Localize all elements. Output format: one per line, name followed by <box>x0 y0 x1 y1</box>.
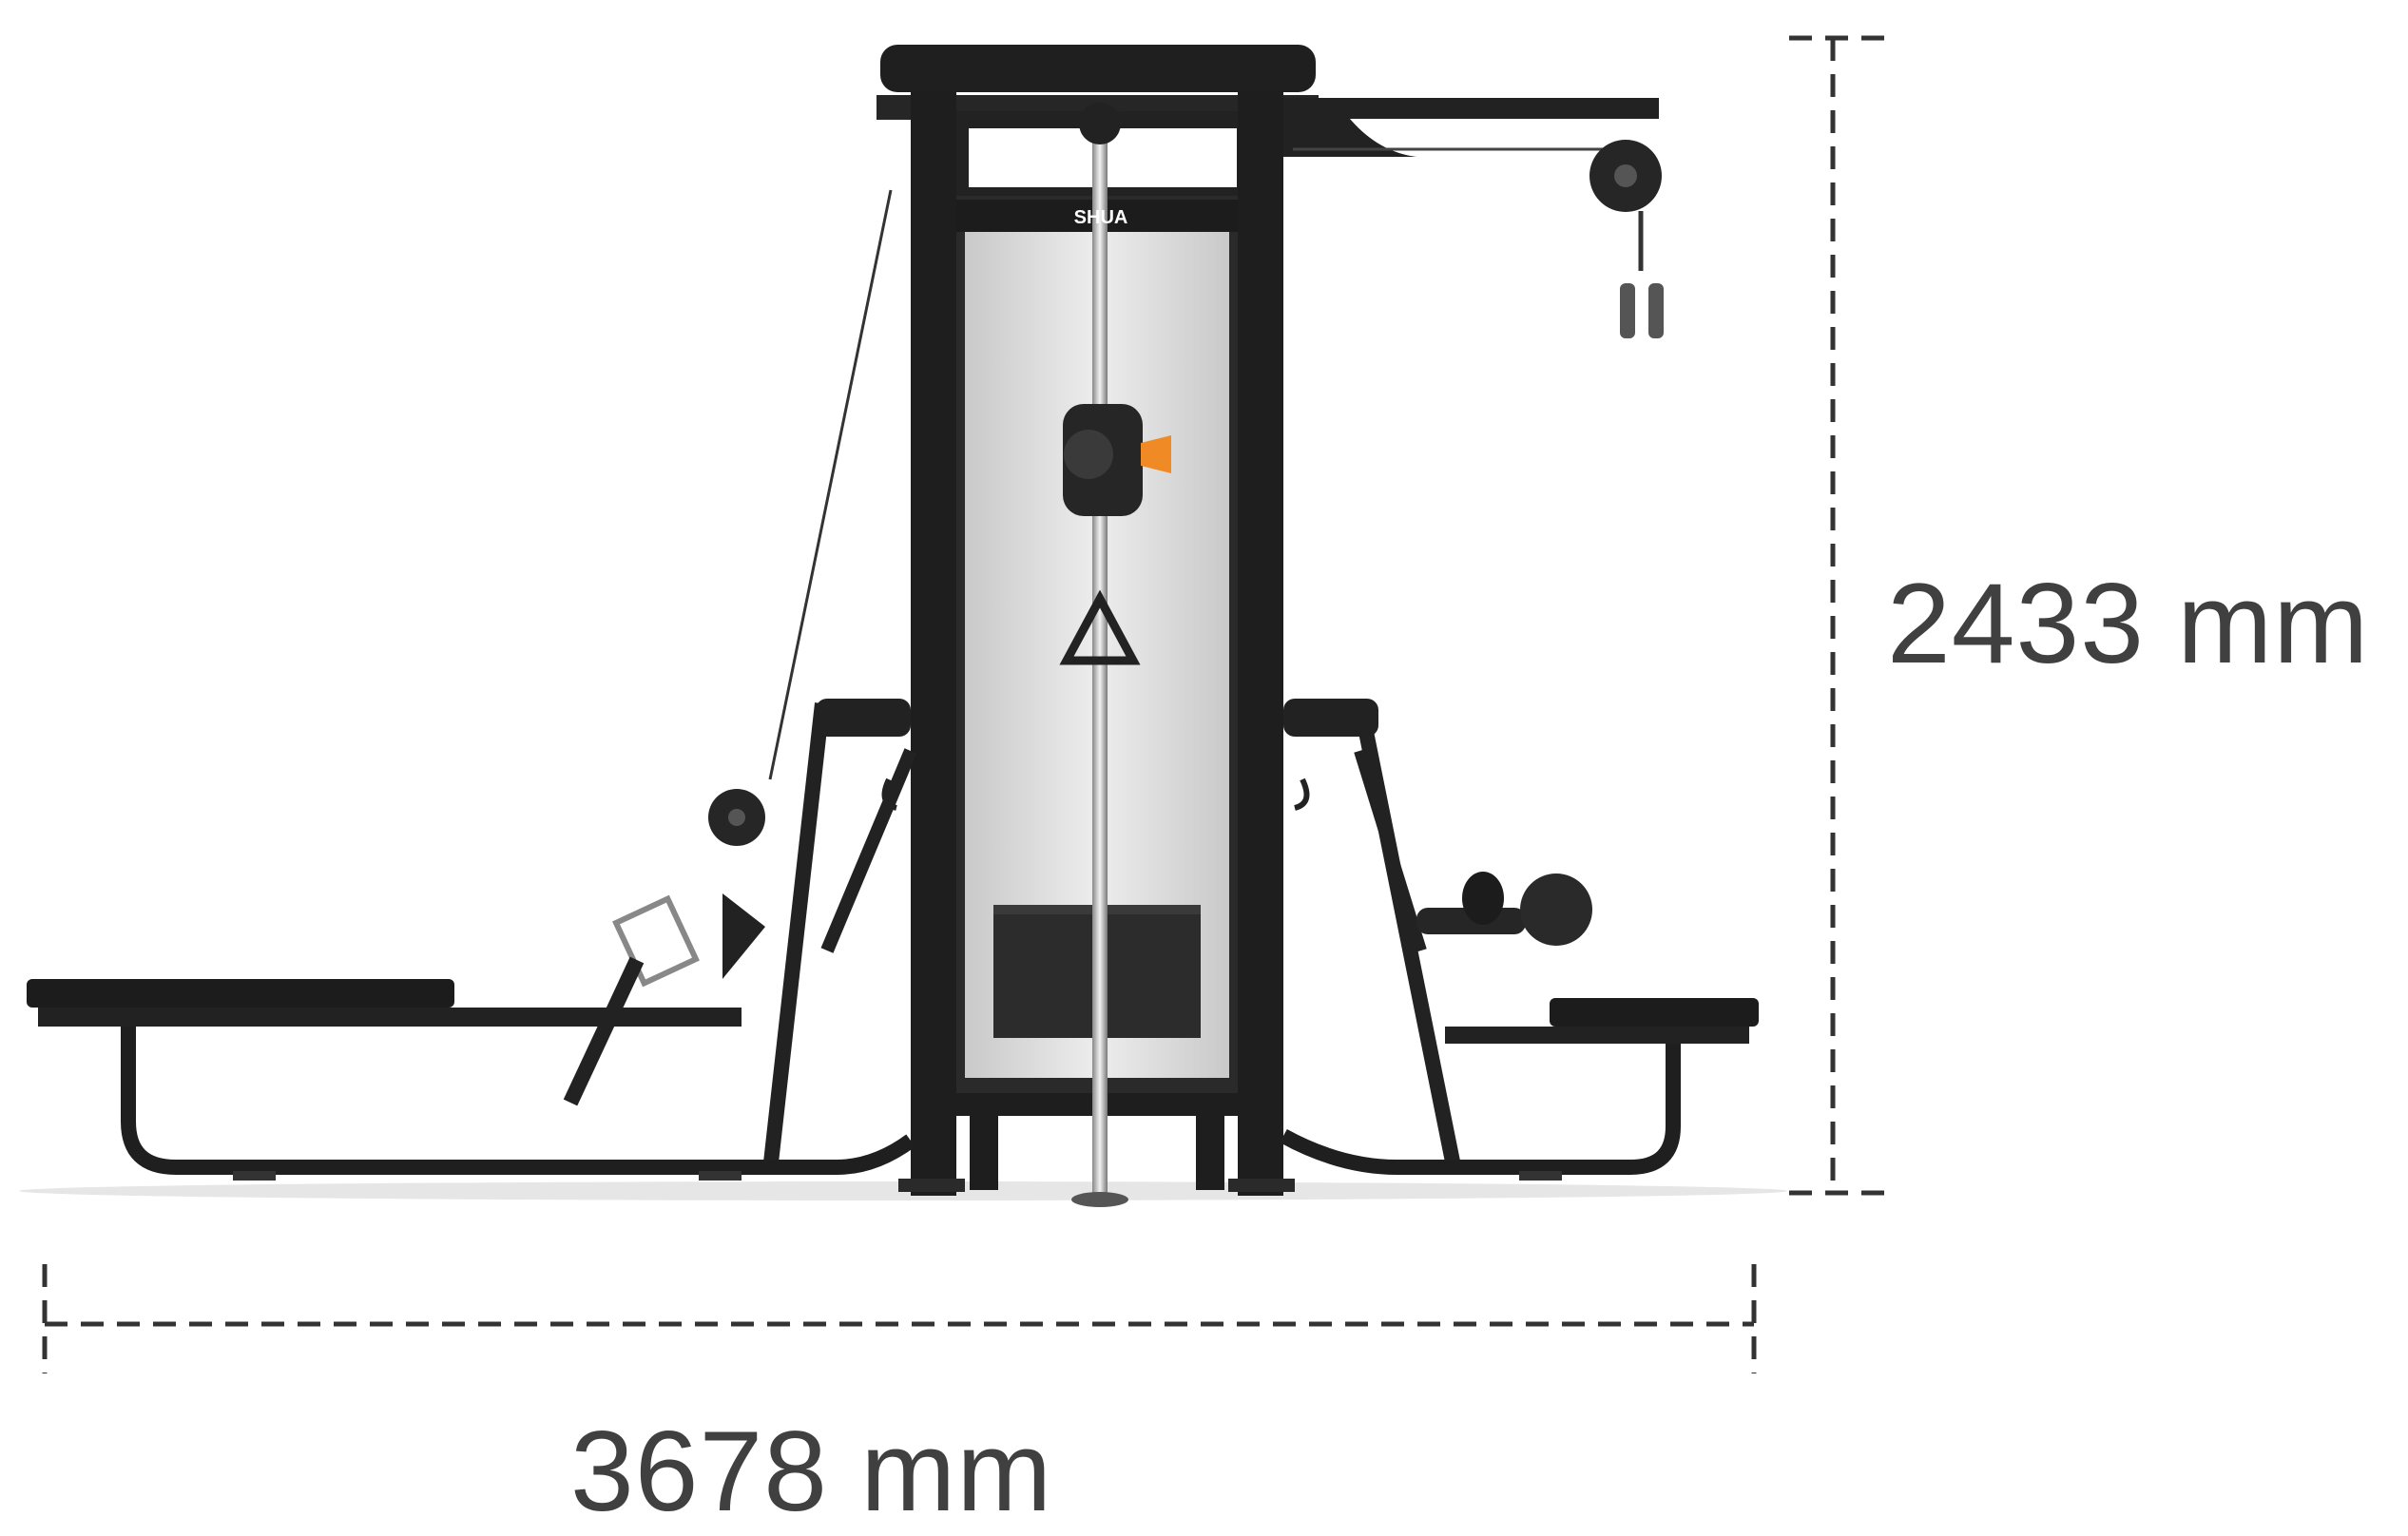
long-seat <box>27 979 454 1008</box>
arm-gusset <box>1283 119 1416 157</box>
left-cable <box>768 189 893 780</box>
right-foot <box>1519 1171 1562 1181</box>
right-upright <box>1357 720 1462 1173</box>
top-cap <box>880 45 1316 92</box>
short-seat <box>1550 998 1759 1027</box>
base-leg-right <box>1196 1116 1224 1190</box>
left-post <box>911 91 956 1196</box>
adjust-pin-accent <box>1141 435 1171 473</box>
guide-rod <box>1092 114 1108 1198</box>
left-foot-b <box>699 1171 742 1181</box>
hook-right <box>1294 778 1310 811</box>
height-dimension <box>1789 35 1892 1196</box>
right-top-arm <box>1283 98 1664 338</box>
height-label: 2433 mm <box>1887 560 2370 687</box>
foot-left <box>898 1179 965 1192</box>
foot-plate <box>563 956 645 1106</box>
left-foot-a <box>233 1171 276 1181</box>
right-station <box>1280 699 1759 1181</box>
grip-right <box>1648 283 1664 338</box>
arm-pulley-hub <box>1614 164 1637 187</box>
leg-roller-inner <box>1462 872 1504 925</box>
top-pulley <box>1079 103 1121 144</box>
central-tower <box>877 45 1319 1207</box>
short-seat-rail <box>1445 1027 1749 1044</box>
left-base-tube <box>121 1027 915 1175</box>
grip-left <box>1620 283 1635 338</box>
row-handle <box>612 894 700 988</box>
width-label: 3678 mm <box>570 1408 1053 1535</box>
carriage-pulley <box>1064 430 1113 479</box>
rod-foot <box>1071 1192 1128 1207</box>
width-dimension <box>42 1264 1757 1373</box>
foot-right <box>1228 1179 1295 1192</box>
right-brace <box>1354 749 1427 952</box>
right-base-tube <box>1280 1044 1681 1175</box>
left-brace <box>820 748 917 953</box>
base-leg-left <box>970 1116 998 1190</box>
left-station <box>27 189 917 1181</box>
seat-rail <box>38 1008 742 1027</box>
arm-beam <box>1283 98 1659 119</box>
left-upright <box>762 702 830 1172</box>
right-post <box>1238 91 1283 1196</box>
left-handle-rest <box>816 699 911 737</box>
leg-roller <box>1520 874 1592 946</box>
left-pulley-hub <box>728 809 745 826</box>
knee-pad <box>722 893 765 979</box>
triangle-handle <box>1059 589 1141 665</box>
right-handle-rest <box>1283 699 1378 737</box>
brand-logo: SHUA <box>1074 207 1128 228</box>
